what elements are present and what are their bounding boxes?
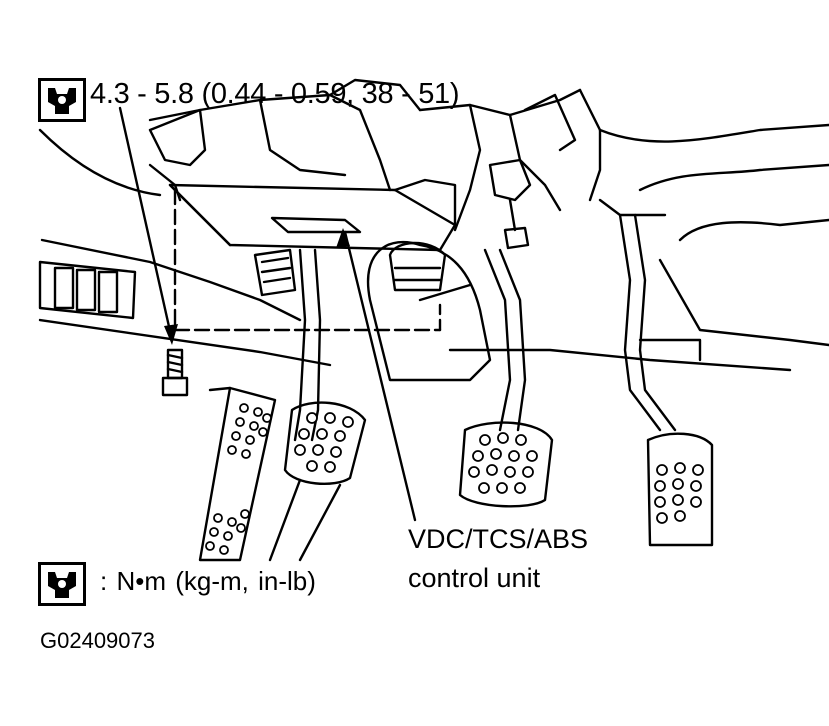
bolt-guide-dashed	[173, 188, 442, 332]
lower-left-trim	[38, 318, 332, 367]
harness-connector	[253, 248, 297, 297]
torque-units-legend: : N•m (kg-m, in-lb)	[100, 566, 316, 596]
arrow-head-unit	[336, 228, 350, 248]
right-upper-panel	[598, 123, 829, 143]
clutch-arm	[293, 248, 307, 442]
figure-code: G02409073	[40, 628, 155, 653]
arrow-head-bolt	[164, 324, 178, 345]
torque-spec-label: 4.3 - 5.8 (0.44 - 0.59, 38 - 51)	[90, 78, 460, 110]
brake-arm	[483, 248, 512, 432]
leader-to-unit	[343, 230, 417, 522]
torque-wrench-legend-icon	[38, 562, 86, 606]
right-fitting	[488, 93, 577, 250]
floor-line	[448, 348, 792, 372]
accel-arm	[618, 213, 662, 432]
pedal-holes	[205, 403, 704, 555]
dash-panel-outline	[38, 128, 162, 197]
torque-wrench-icon	[38, 78, 86, 122]
left-trim-panel	[40, 238, 302, 322]
switch-block	[38, 260, 137, 320]
clutch-pedal-pad	[283, 401, 367, 485]
mounting-bolt	[161, 348, 189, 397]
footrest-panel	[198, 386, 277, 562]
control-unit-box	[168, 178, 457, 252]
booster-unit	[367, 240, 492, 382]
brake-pedal-pad	[458, 421, 554, 508]
accelerator-pedal-pad	[646, 432, 714, 547]
leader-to-bolt	[118, 106, 174, 342]
component-label-line2: control unit	[408, 563, 541, 593]
component-label-line1: VDC/TCS/ABS	[408, 524, 589, 554]
